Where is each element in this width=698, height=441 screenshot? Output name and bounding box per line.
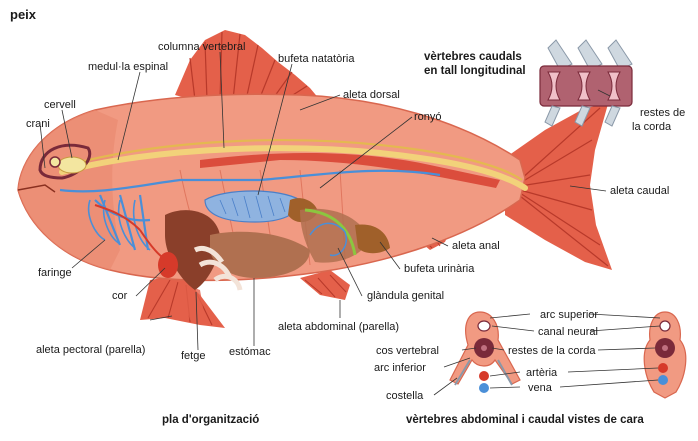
label-aleta-abdominal: aleta abdominal (parella) [278, 321, 399, 333]
label-fetge: fetge [181, 350, 205, 362]
label-bufeta-urinaria: bufeta urinària [404, 263, 475, 275]
label-cos-vertebral: cos vertebral [376, 345, 439, 357]
label-bufeta-natatoria: bufeta natatòria [278, 53, 355, 65]
liver [165, 210, 221, 290]
swim-bladder-lines [219, 195, 286, 219]
label-restes-corda-top-1: restes de [640, 107, 685, 119]
vertebral-column [59, 145, 528, 191]
lower-front-fin [178, 282, 205, 320]
inset-top-caption-line1: vèrtebres caudals [424, 51, 522, 63]
diagram-title: peix [10, 7, 37, 22]
caption-main: pla d'organització [162, 414, 259, 426]
label-costella: costella [386, 390, 424, 402]
notochord-a [481, 345, 487, 351]
label-crani: crani [26, 118, 50, 130]
green-duct [304, 208, 357, 256]
labels: columna vertebral bufeta natatòria medul… [26, 41, 685, 426]
neural-canal-b [659, 320, 671, 332]
label-aleta-caudal: aleta caudal [610, 185, 669, 197]
tail-fin [505, 104, 612, 270]
label-columna-vertebral: columna vertebral [158, 41, 245, 53]
neural-spines [547, 39, 633, 71]
label-faringe: faringe [38, 267, 72, 279]
notochord-remnants [547, 71, 621, 101]
inset-top-caption-line2: en tall longitudinal [424, 65, 526, 77]
gills [87, 199, 151, 251]
vein-dot-b [658, 375, 668, 385]
label-cor: cor [112, 290, 128, 302]
label-cervell: cervell [44, 99, 76, 111]
label-aleta-anal: aleta anal [452, 240, 500, 252]
pelvic-fin [300, 270, 350, 300]
heart [158, 252, 178, 278]
posterior-vessels [309, 222, 347, 257]
eye [49, 156, 61, 168]
label-arc-inferior: arc inferior [374, 362, 426, 374]
label-estomac: estómac [229, 346, 271, 358]
inset-vertebra-caudal [643, 311, 687, 399]
spinal-cord [79, 138, 523, 181]
inset-caudal-vertebrae-longitudinal [539, 39, 633, 127]
dorsal-fin [175, 30, 320, 110]
mouth [17, 184, 56, 193]
leader-lines [39, 51, 661, 396]
swim-bladder [204, 190, 301, 223]
notochord-b [662, 345, 668, 351]
haemal-spines [544, 105, 621, 127]
inset-vertebra-abdominal [449, 311, 521, 386]
label-canal-neural: canal neural [538, 326, 598, 338]
stomach [210, 231, 310, 278]
label-vena: vena [528, 382, 553, 394]
neural-canal-a [477, 320, 491, 332]
label-aleta-pectoral: aleta pectoral (parella) [36, 344, 145, 356]
pectoral-fin [140, 275, 225, 328]
label-arc-superior: arc superior [540, 309, 598, 321]
artery-dot-b [658, 363, 668, 373]
label-restes-corda-top-2: la corda [632, 121, 672, 133]
brain [57, 156, 87, 174]
label-aleta-dorsal: aleta dorsal [343, 89, 400, 101]
ribs-a [454, 359, 513, 386]
urinary-bladder [355, 224, 390, 254]
label-glandula-genital: glàndula genital [367, 290, 444, 302]
kidney [200, 153, 500, 188]
label-medulla-espinal: medul·la espinal [88, 61, 168, 73]
label-ronyo: ronyó [414, 111, 442, 123]
vein-dot-a [479, 383, 489, 393]
label-arteria: artèria [526, 367, 558, 379]
intestine-coils [193, 245, 243, 291]
artery-dot-a [479, 371, 489, 381]
label-restes-corda: restes de la corda [508, 345, 596, 357]
caption-inset-bottom: vèrtebres abdominal i caudal vistes de c… [406, 414, 644, 426]
